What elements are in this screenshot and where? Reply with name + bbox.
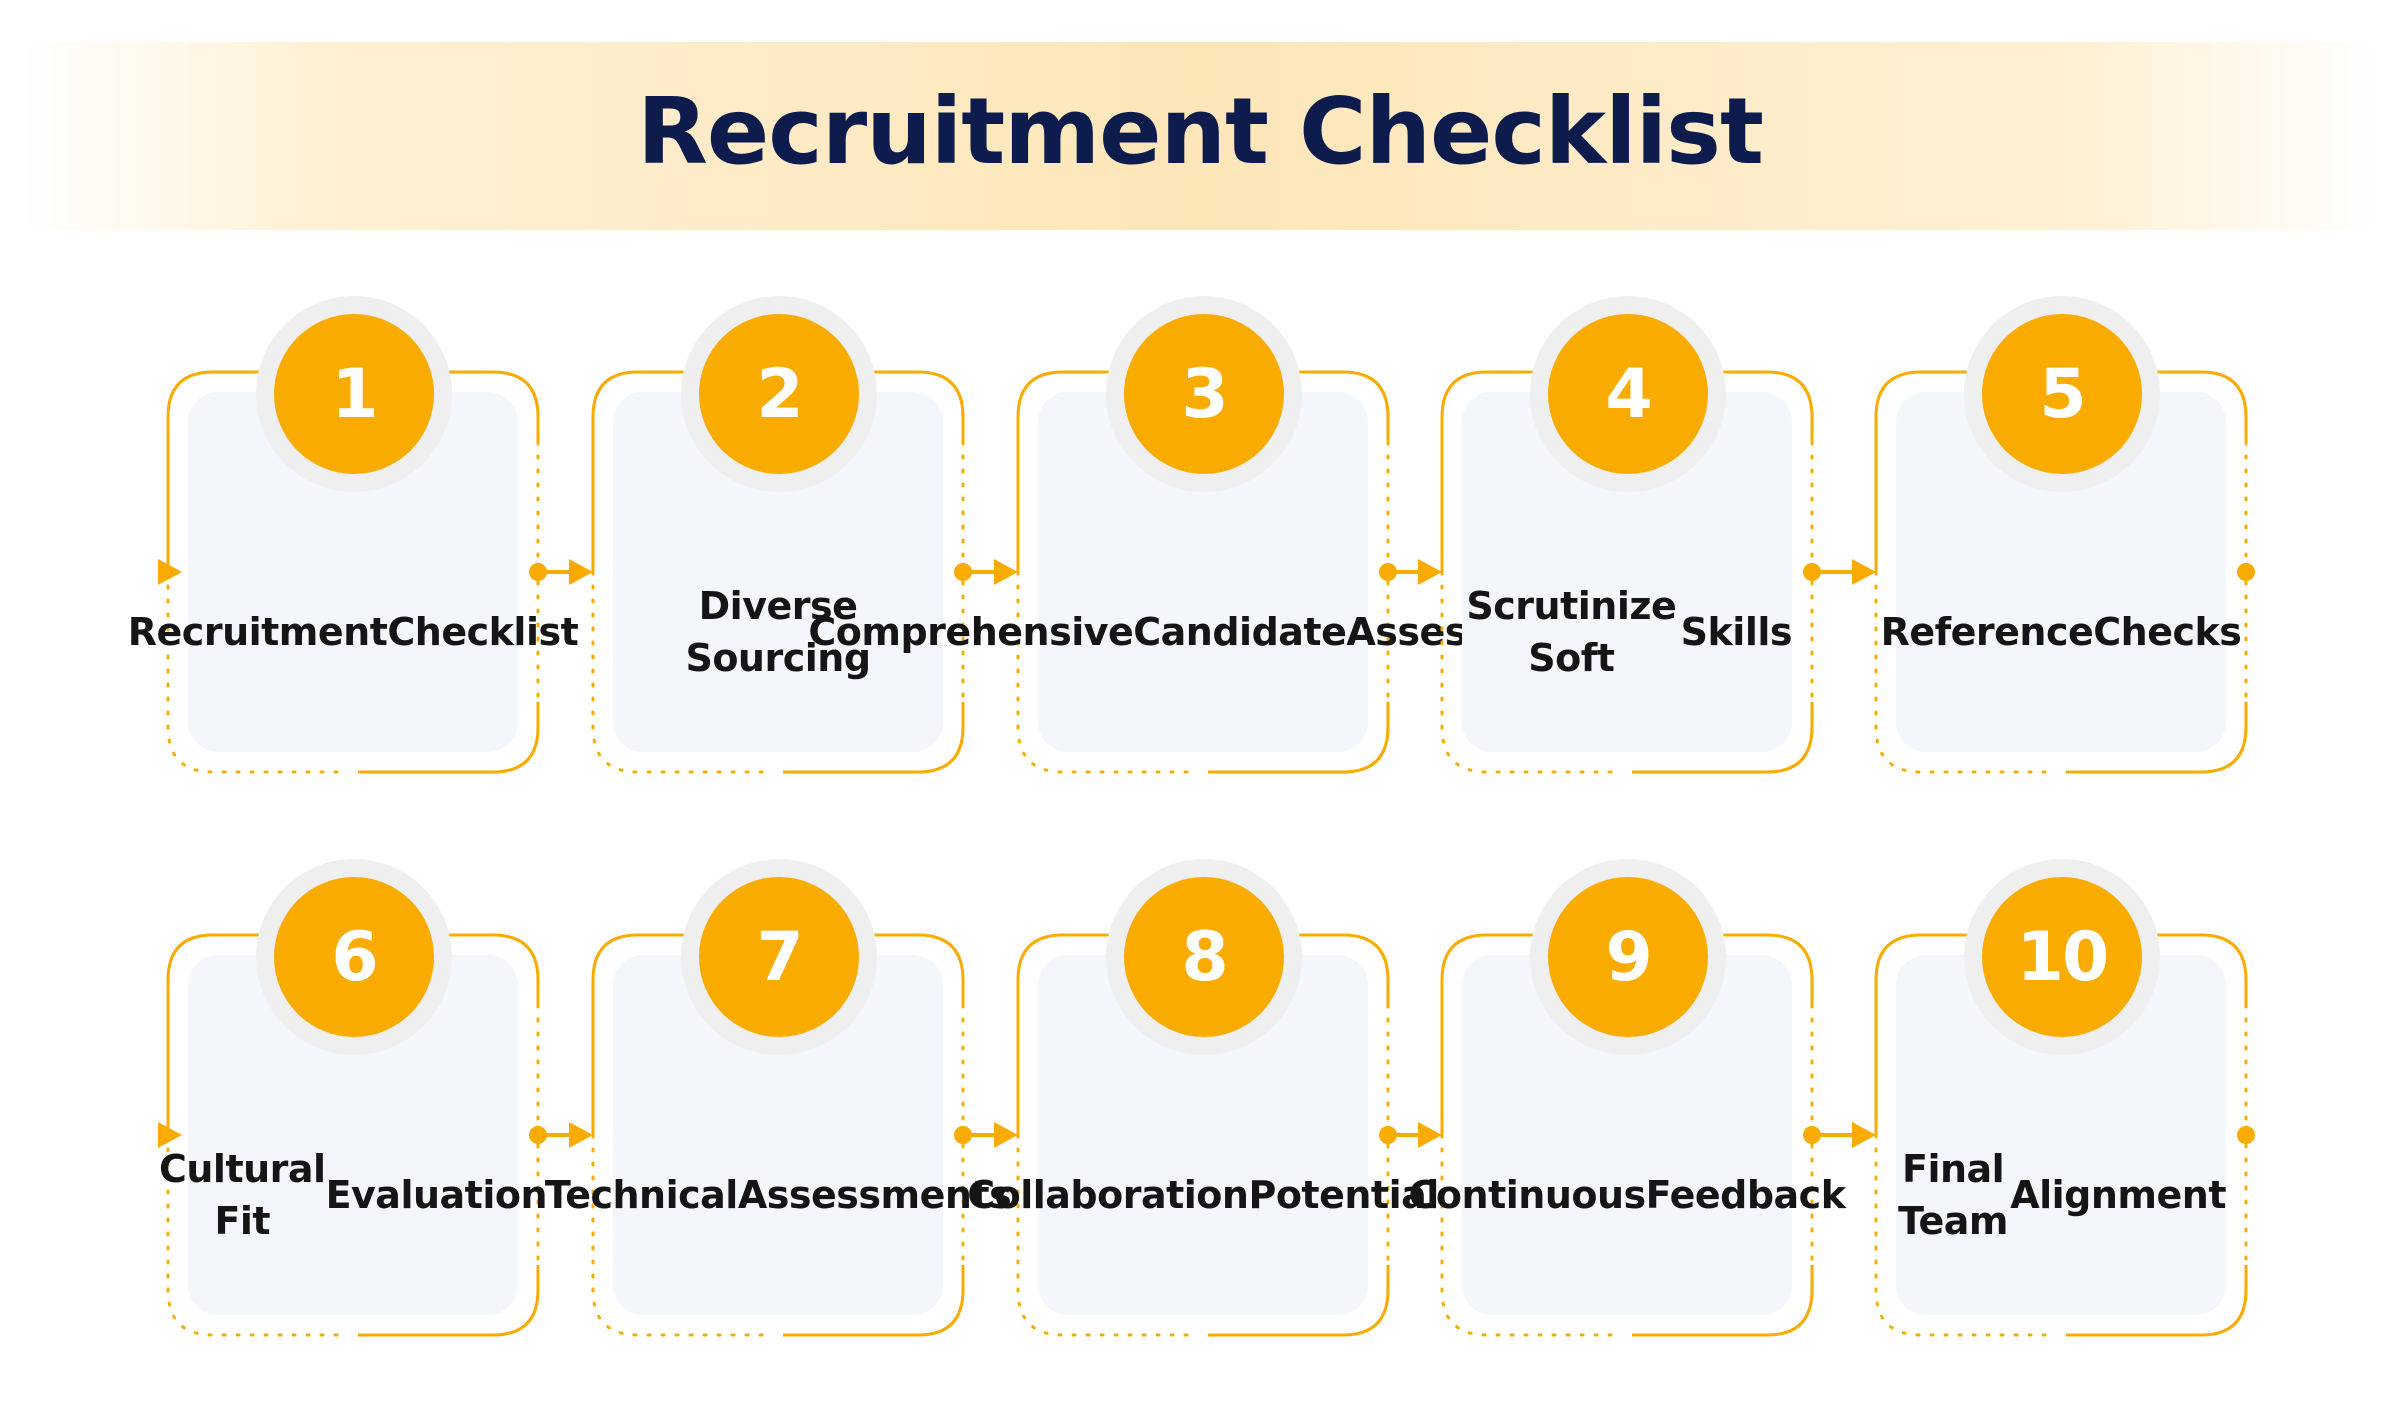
step-label: ComprehensiveCandidateAssessment [808, 610, 1598, 654]
card-outline [1440, 370, 1814, 774]
card-outline-solid [591, 370, 965, 774]
card-outline [591, 933, 965, 1337]
card-outline-dotted [1016, 440, 1390, 774]
step-number-badge: 4 [1548, 314, 1708, 474]
card-outline [1016, 370, 1390, 774]
card-outline-solid [591, 933, 965, 1337]
card-outline-dotted [1874, 440, 2248, 774]
step-number-badge: 2 [699, 314, 859, 474]
step-badge-ring: 7 [681, 859, 877, 1055]
card-outline-dotted [166, 440, 540, 774]
connector-end-dot [2237, 563, 2255, 581]
card-outline-dotted [1874, 1003, 2248, 1337]
entry-arrow-icon [158, 559, 182, 585]
arrow-right-icon [1418, 559, 1442, 585]
page-title: Recruitment Checklist [637, 78, 1764, 185]
card-outline [166, 370, 540, 774]
card-outline-dotted [591, 1003, 965, 1337]
arrow-right-icon [994, 1122, 1018, 1148]
card-outline-dotted [166, 1003, 540, 1337]
arrow-right-icon [1418, 1122, 1442, 1148]
step-number-badge: 9 [1548, 877, 1708, 1037]
step-badge-ring: 6 [256, 859, 452, 1055]
card-outline [591, 370, 965, 774]
step-badge-ring: 5 [1964, 296, 2160, 492]
step-number-badge: 7 [699, 877, 859, 1037]
step-number-badge: 6 [274, 877, 434, 1037]
card-outline [1874, 933, 2248, 1337]
step-label: Diverse Sourcing [685, 584, 871, 680]
title-banner [20, 42, 2380, 230]
card-outline-solid [1016, 933, 1390, 1337]
card-outline-solid [166, 370, 540, 774]
step-badge-ring: 2 [681, 296, 877, 492]
card-outline-solid [1016, 370, 1390, 774]
card-outline-solid [1874, 370, 2248, 774]
card-outline-solid [166, 933, 540, 1337]
entry-arrow-icon [158, 1122, 182, 1148]
step-badge-ring: 9 [1530, 859, 1726, 1055]
card-outline [1440, 933, 1814, 1337]
card-outline-dotted [1440, 440, 1814, 774]
step-badge-ring: 4 [1530, 296, 1726, 492]
card-outline [1874, 370, 2248, 774]
card-outline-dotted [1016, 1003, 1390, 1337]
arrow-right-icon [994, 559, 1018, 585]
card-outline-solid [1440, 370, 1814, 774]
step-number-badge: 5 [1982, 314, 2142, 474]
card-outline [166, 933, 540, 1337]
connector-end-dot [2237, 1126, 2255, 1144]
step-number-badge: 3 [1124, 314, 1284, 474]
card-outline-solid [1440, 933, 1814, 1337]
arrow-right-icon [569, 559, 593, 585]
card-outline-dotted [591, 440, 965, 774]
card-outline-dotted [1440, 1003, 1814, 1337]
step-badge-ring: 10 [1964, 859, 2160, 1055]
arrow-right-icon [1852, 1122, 1876, 1148]
arrow-right-icon [1852, 559, 1876, 585]
step-number-badge: 8 [1124, 877, 1284, 1037]
step-badge-ring: 8 [1106, 859, 1302, 1055]
step-number-badge: 10 [1982, 877, 2142, 1037]
card-outline-solid [1874, 933, 2248, 1337]
step-number-badge: 1 [274, 314, 434, 474]
step-card-3: 3ComprehensiveCandidateAssessment [808, 296, 1598, 774]
arrow-right-icon [569, 1122, 593, 1148]
step-badge-ring: 3 [1106, 296, 1302, 492]
step-badge-ring: 1 [256, 296, 452, 492]
card-outline [1016, 933, 1390, 1337]
